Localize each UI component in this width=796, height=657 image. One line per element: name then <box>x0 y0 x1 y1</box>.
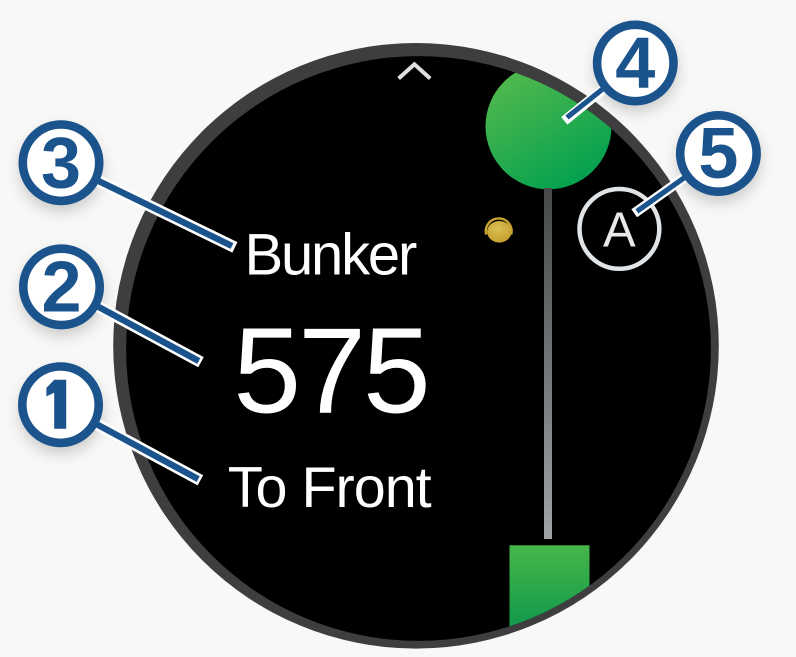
svg-text:3: 3 <box>41 123 81 203</box>
svg-text:2: 2 <box>41 248 81 328</box>
svg-text:5: 5 <box>698 114 738 194</box>
svg-text:Bunker: Bunker <box>245 223 417 288</box>
svg-text:4: 4 <box>615 24 655 104</box>
svg-text:A: A <box>603 203 636 257</box>
svg-text:575: 575 <box>233 303 428 439</box>
svg-text:To Front: To Front <box>228 456 432 520</box>
